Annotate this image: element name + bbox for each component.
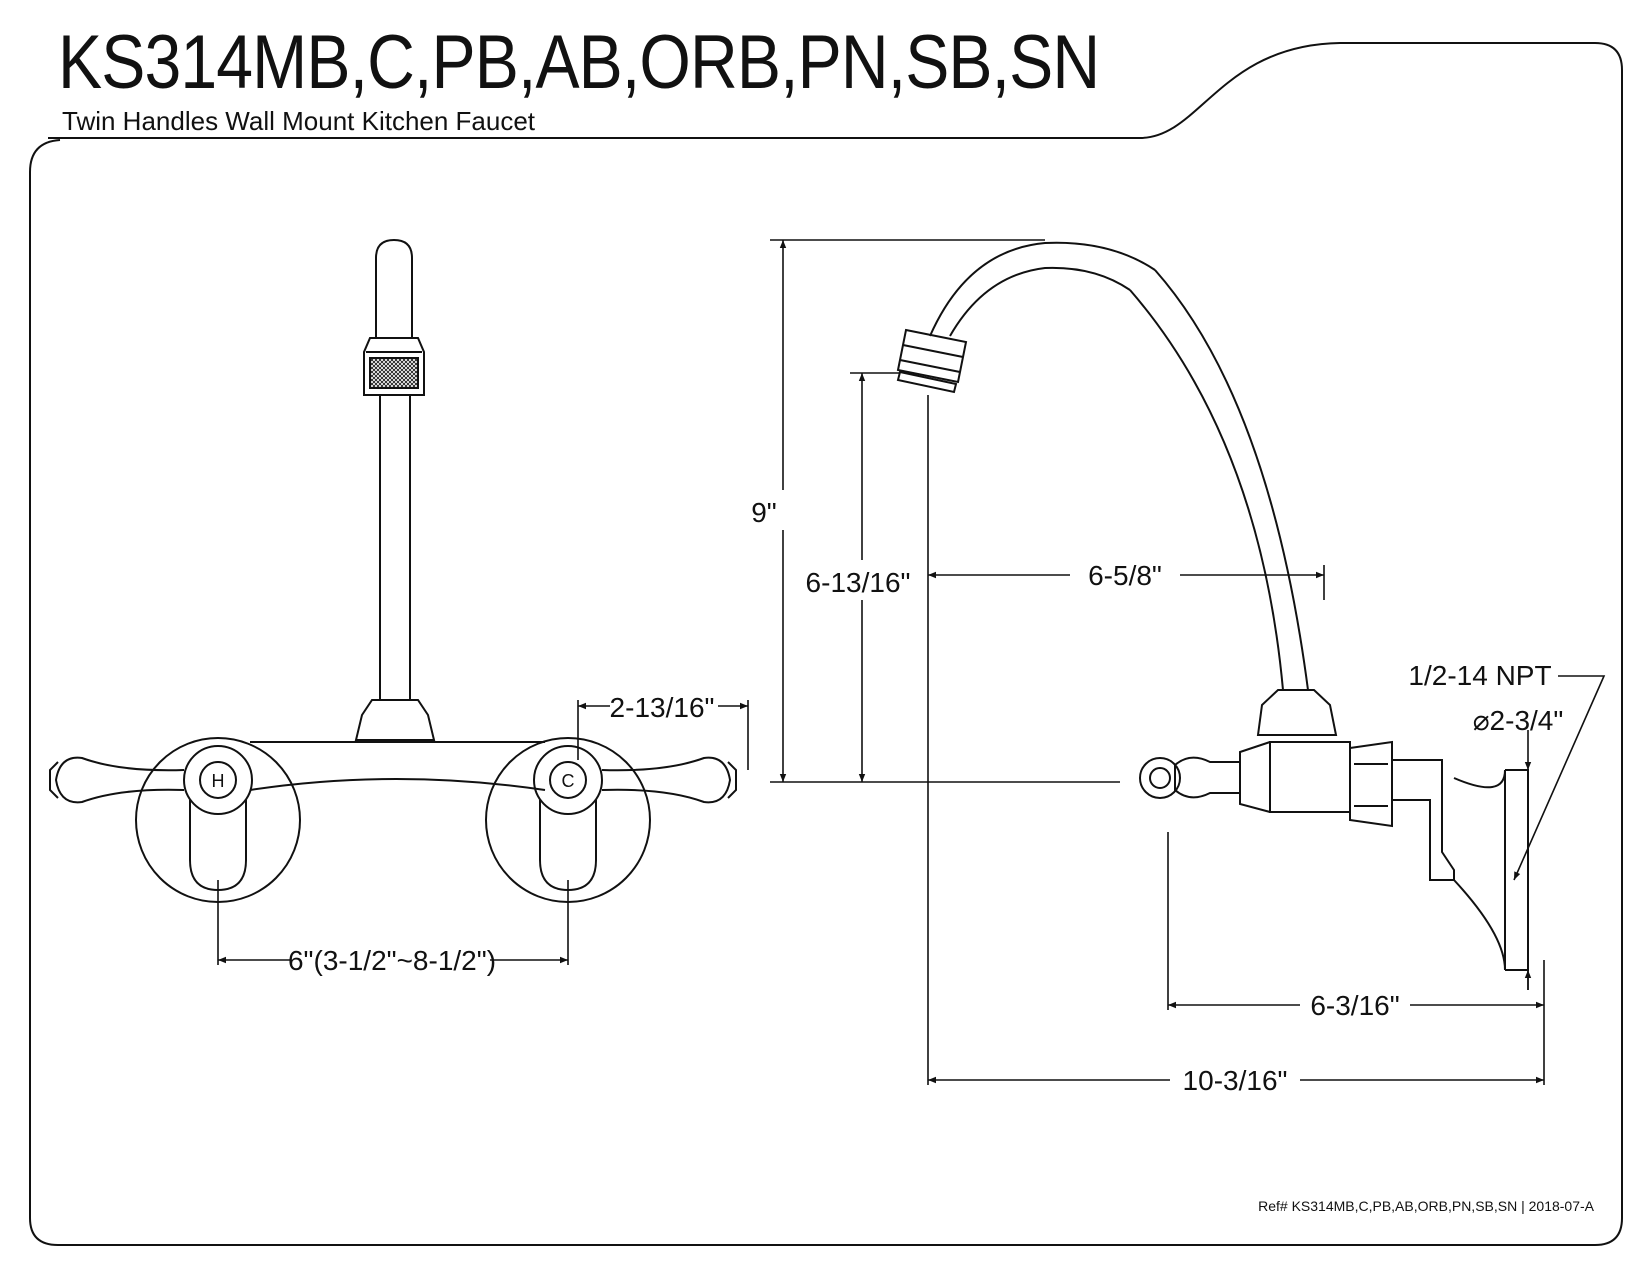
side-spout-collar — [1256, 689, 1338, 736]
depth-extension-lines — [1167, 832, 1545, 1085]
cold-lever-handle — [601, 756, 732, 804]
dim-thread-label: 1/2-14 NPT — [1408, 660, 1551, 691]
front-view — [49, 238, 737, 903]
side-aerator — [896, 328, 968, 384]
hot-valve — [49, 737, 301, 903]
offset-extension-lines — [577, 700, 749, 770]
union-nut — [1349, 740, 1393, 828]
wall-flange-plate — [1505, 769, 1529, 971]
dim-flange-diameter-label: ⌀2-3/4" — [1473, 705, 1564, 736]
aerator-ring — [896, 370, 958, 394]
dim-centers-label: 6"(3-1/2"~8-1/2") — [288, 945, 496, 976]
cold-valve — [485, 737, 737, 903]
front-bridge-body — [249, 741, 546, 791]
dim-total-height-label: 9" — [751, 497, 777, 528]
page-subtitle: Twin Handles Wall Mount Kitchen Faucet — [62, 106, 536, 136]
hot-index-button — [199, 761, 237, 799]
cold-lever-tip — [727, 761, 737, 799]
sheet-frame — [29, 42, 1623, 1246]
height-extension-lines — [770, 239, 1120, 783]
dim-spout-reach-label: 6-5/8" — [1088, 560, 1162, 591]
front-spout-tube — [379, 395, 411, 700]
front-dimensions — [217, 700, 749, 965]
dim-spout-height-label: 6-13/16" — [806, 567, 911, 598]
hot-lever-tip — [49, 761, 59, 799]
front-spout-top — [375, 238, 413, 338]
wall-flange — [1453, 769, 1506, 971]
spout-inner-curve — [949, 266, 1131, 337]
side-handle-neck — [1174, 756, 1240, 799]
hot-label: H — [212, 771, 225, 791]
reference-footer: Ref# KS314MB,C,PB,AB,ORB,PN,SB,SN | 2018… — [1258, 1198, 1594, 1214]
side-dimensions — [770, 239, 1606, 1085]
side-handle-end — [1139, 757, 1181, 799]
front-spout-collar — [354, 699, 436, 741]
dim-total-depth-label: 10-3/16" — [1183, 1065, 1288, 1096]
front-aerator — [363, 337, 425, 396]
side-view — [896, 241, 1529, 971]
hot-valve-bonnet — [183, 745, 253, 815]
cold-valve-bonnet — [533, 745, 603, 815]
aerator-mesh — [369, 357, 419, 389]
dim-handle-offset-label: 2-13/16" — [610, 692, 715, 723]
spout-top-curve — [929, 241, 1156, 337]
spout-body — [1129, 269, 1309, 691]
centers-extension-lines — [217, 880, 569, 965]
dim-body-depth-label: 6-3/16" — [1310, 990, 1399, 1021]
cold-label: C — [562, 771, 575, 791]
side-handle-cap — [1149, 767, 1171, 789]
cold-index-button — [549, 761, 587, 799]
supply-elbow — [1392, 759, 1455, 881]
page-title: KS314MB,C,PB,AB,ORB,PN,SB,SN — [58, 20, 1100, 105]
side-body-taper — [1239, 741, 1271, 813]
side-valve-body — [1269, 741, 1351, 813]
npt-leader-line — [1513, 675, 1606, 881]
hot-lever-handle — [54, 756, 185, 804]
